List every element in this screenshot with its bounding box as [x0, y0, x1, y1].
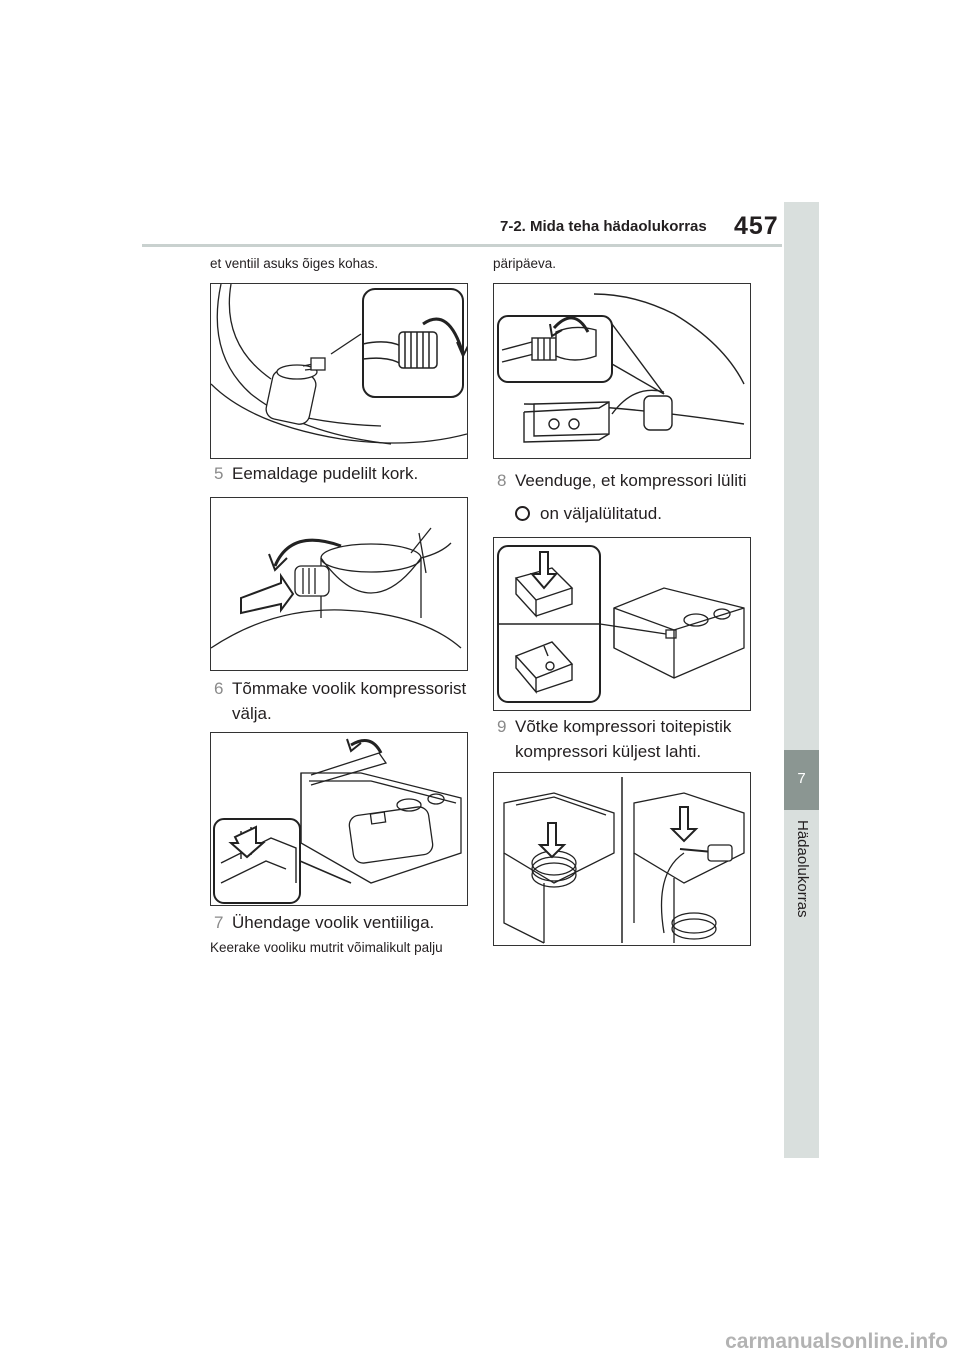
switch-off-illustration [497, 545, 745, 703]
page-number: 457 [734, 212, 779, 240]
figure-unplug [493, 772, 751, 946]
step-5: 5 Eemaldage pudelilt kork. [214, 461, 418, 486]
side-tab [784, 202, 819, 1158]
header-divider [142, 244, 782, 247]
step-5-text: Eemaldage pudelilt kork. [232, 464, 419, 483]
step-6-text-line2: välja. [232, 704, 272, 723]
section-title: 7-2. Mida teha hädaolukorras [500, 218, 707, 235]
step-6-text-line1: Tõmmake voolik kompressorist [232, 679, 467, 698]
figure-switch-off [493, 537, 751, 711]
figure-remove-cap [210, 497, 468, 671]
step-9-text-line2: kompressori küljest lahti. [515, 742, 702, 761]
figure-tighten-nut [493, 283, 751, 459]
step-6-number: 6 [214, 679, 224, 698]
step-7-text: Ühendage voolik ventiiliga. [232, 913, 435, 932]
side-tab-chapter-marker[interactable] [784, 750, 819, 810]
step-6: 6 Tõmmake voolik kompressorist välja. [214, 676, 466, 726]
step-8: 8 Veenduge, et kompressori lüliti on välj… [497, 468, 747, 526]
side-tab-label: Hädaolukorras [794, 820, 811, 918]
step-9-number: 9 [497, 717, 507, 736]
pull-hose-illustration [213, 738, 462, 904]
tighten-nut-illustration [497, 293, 745, 443]
watermark: carmanualsonline.info [725, 1330, 948, 1353]
figure-valve-connection [210, 283, 468, 459]
left-intro-text: et ventiil asuks õiges kohas. [210, 256, 379, 271]
step-8-text-line2: on väljalülitatud. [540, 504, 662, 523]
side-tab-chapter-number: 7 [797, 770, 806, 787]
step-9-text-line1: Võtke kompressori toitepistik [515, 717, 732, 736]
step-9: 9 Võtke kompressori toitepistik kompresso… [497, 714, 731, 764]
power-off-icon [515, 506, 530, 521]
valve-connection-illustration [211, 284, 467, 445]
pull-arrow-icon [240, 572, 295, 615]
step-7-number: 7 [214, 913, 224, 932]
remove-cap-illustration [211, 527, 462, 649]
step-5-number: 5 [214, 464, 224, 483]
right-intro-text: päripäeva. [493, 256, 557, 271]
unplug-illustration [503, 777, 745, 944]
figure-pull-hose [210, 732, 468, 906]
step-8-number: 8 [497, 471, 507, 490]
step-7-note: Keerake vooliku mutrit võimalikult palju [210, 940, 443, 955]
step-7: 7 Ühendage voolik ventiiliga. [214, 910, 434, 935]
step-8-text-line1: Veenduge, et kompressori lüliti [515, 471, 747, 490]
